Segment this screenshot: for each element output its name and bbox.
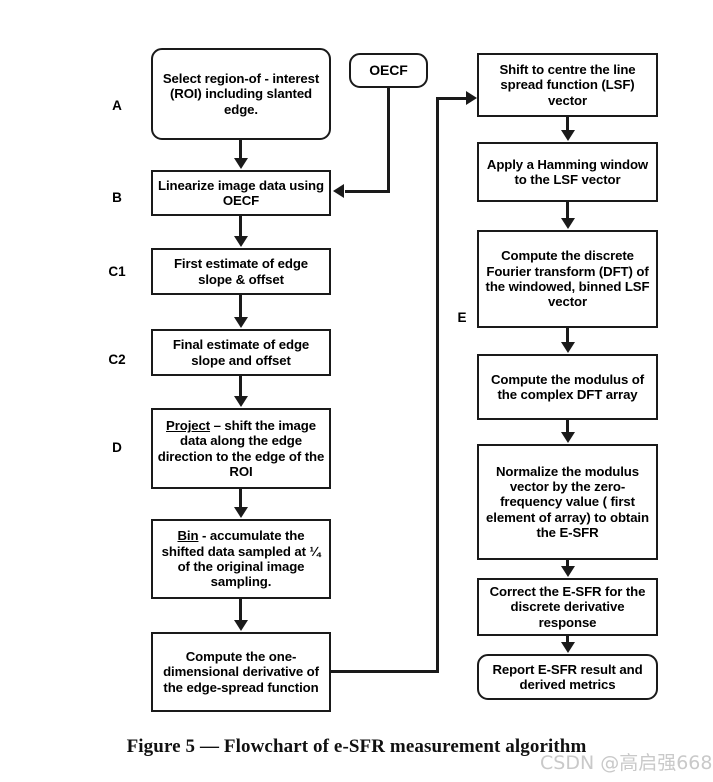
arrowhead-dft-to-modulus: [561, 342, 575, 353]
connector-dft-to-modulus: [566, 328, 569, 342]
box-linearize[interactable]: Linearize image data using OECF: [151, 170, 331, 216]
connector-select-to-linearize: [239, 140, 242, 160]
connector-first-to-final: [239, 295, 242, 317]
box-final-estimate[interactable]: Final estimate of edge slope and offset: [151, 329, 331, 376]
box-shift-centre-text: Shift to centre the line spread function…: [499, 62, 636, 108]
stage-label-e: E: [457, 310, 467, 325]
arrowhead-first-to-final: [234, 317, 248, 328]
connector-modulus-to-normalize: [566, 420, 569, 432]
arrowhead-linearize-to-first: [234, 236, 248, 247]
connector-correct-to-report: [566, 636, 569, 642]
box-select-roi-text: Select region-of - interest (ROI) includ…: [162, 71, 320, 117]
box-hamming-text: Apply a Hamming window to the LSF vector: [486, 156, 649, 187]
connector-normalize-to-correct: [566, 560, 569, 566]
arrowhead-bin-to-derivative: [234, 620, 248, 631]
connector-linearize-to-first: [239, 216, 242, 236]
arrowhead-normalize-to-correct: [561, 566, 575, 577]
box-bin[interactable]: Bin - accumulate the shifted data sample…: [151, 519, 331, 599]
box-project-keyword: Project: [166, 417, 211, 433]
arrowhead-oecf-to-linearize: [333, 184, 344, 198]
arrowhead-correct-to-report: [561, 642, 575, 653]
box-shift-centre[interactable]: Shift to centre the line spread function…: [477, 53, 658, 117]
box-oecf-text: OECF: [369, 62, 408, 79]
connector-derivative-right: [331, 670, 439, 673]
arrowhead-modulus-to-normalize: [561, 432, 575, 443]
arrowhead-hamming-to-dft: [561, 218, 575, 229]
connector-project-to-bin: [239, 489, 242, 507]
box-bin-rest: - accumulate the shifted data sampled at…: [161, 528, 321, 590]
box-derivative[interactable]: Compute the one-dimensional derivative o…: [151, 632, 331, 712]
box-project-text: Project – shift the image data along the…: [157, 418, 325, 479]
box-correct-text: Correct the E-SFR for the discrete deriv…: [489, 584, 646, 630]
stage-label-b: B: [112, 190, 122, 205]
box-normalize[interactable]: Normalize the modulus vector by the zero…: [477, 444, 658, 560]
box-correct[interactable]: Correct the E-SFR for the discrete deriv…: [477, 578, 658, 636]
box-select-roi[interactable]: Select region-of - interest (ROI) includ…: [151, 48, 331, 140]
arrowhead-select-to-linearize: [234, 158, 248, 169]
connector-oecf-down: [387, 88, 390, 193]
stage-label-d: D: [112, 440, 122, 455]
box-dft-text: Compute the discrete Fourier transform (…: [485, 248, 650, 310]
arrowhead-shift-to-hamming: [561, 130, 575, 141]
box-modulus[interactable]: Compute the modulus of the complex DFT a…: [477, 354, 658, 420]
connector-bin-to-derivative: [239, 599, 242, 620]
box-normalize-text: Normalize the modulus vector by the zero…: [486, 463, 649, 540]
box-bin-text: Bin - accumulate the shifted data sample…: [157, 528, 325, 589]
stage-label-c1: C1: [108, 264, 126, 279]
box-first-estimate-text: First estimate of edge slope & offset: [173, 256, 309, 287]
box-bin-keyword: Bin: [177, 528, 199, 544]
arrowhead-final-to-project: [234, 396, 248, 407]
box-report-text: Report E-SFR result and derived metrics: [492, 661, 643, 692]
box-oecf[interactable]: OECF: [349, 53, 428, 88]
figure-caption: Figure 5 — Flowchart of e-SFR measuremen…: [126, 736, 587, 757]
connector-hamming-to-dft: [566, 202, 569, 218]
box-project[interactable]: Project – shift the image data along the…: [151, 408, 331, 489]
box-linearize-text: Linearize image data using OECF: [158, 177, 324, 208]
connector-derivative-up: [436, 97, 439, 673]
box-final-estimate-text: Final estimate of edge slope and offset: [172, 337, 310, 368]
stage-label-a: A: [112, 98, 122, 113]
connector-oecf-to-linearize: [345, 190, 390, 193]
box-project-rest: – shift the image data along the edge di…: [157, 417, 325, 479]
stage-label-c2: C2: [108, 352, 126, 367]
arrowhead-into-shift-centre: [466, 91, 477, 105]
box-dft[interactable]: Compute the discrete Fourier transform (…: [477, 230, 658, 328]
box-hamming[interactable]: Apply a Hamming window to the LSF vector: [477, 142, 658, 202]
box-modulus-text: Compute the modulus of the complex DFT a…: [490, 371, 645, 402]
connector-shift-to-hamming: [566, 117, 569, 130]
connector-final-to-project: [239, 376, 242, 396]
box-derivative-text: Compute the one-dimensional derivative o…: [163, 649, 319, 695]
arrowhead-project-to-bin: [234, 507, 248, 518]
connector-into-shift-centre: [436, 97, 468, 100]
box-report[interactable]: Report E-SFR result and derived metrics: [477, 654, 658, 700]
box-first-estimate[interactable]: First estimate of edge slope & offset: [151, 248, 331, 295]
